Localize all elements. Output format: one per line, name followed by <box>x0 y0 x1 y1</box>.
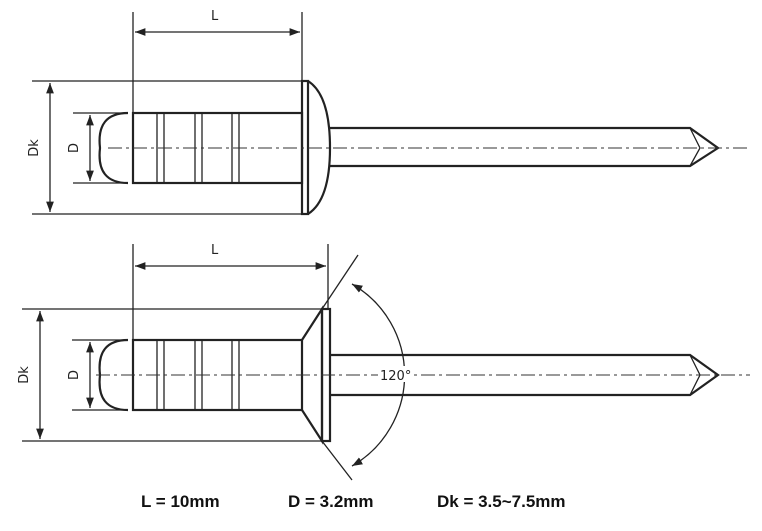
bottom-diameter-label: D <box>67 370 82 380</box>
angle-label: 120° <box>380 369 411 384</box>
countersunk-head-rivet <box>22 244 750 481</box>
head-diameter-spec: Dk = 3.5~7.5mm <box>437 492 566 511</box>
top-diameter-label: D <box>67 143 82 153</box>
diameter-spec: D = 3.2mm <box>288 492 374 511</box>
dome-head-rivet <box>32 12 750 216</box>
length-spec: L = 10mm <box>141 492 220 511</box>
bottom-head-diameter-label: Dk <box>17 366 32 384</box>
bottom-length-label: L <box>211 243 219 258</box>
top-head-diameter-label: Dk <box>27 139 42 157</box>
top-length-label: L <box>211 9 219 24</box>
